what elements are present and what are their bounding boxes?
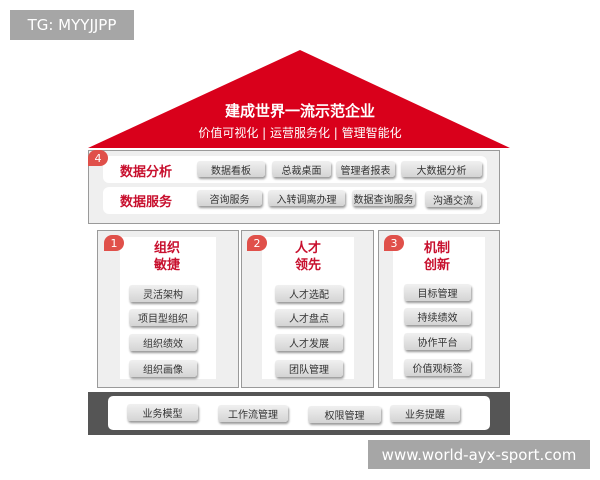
btn-data-query[interactable]: 数据查询服务 <box>352 190 415 206</box>
btn-talent-select[interactable]: 人才选配 <box>275 285 343 302</box>
badge-2: 2 <box>247 235 267 251</box>
watermark-bottom: www.world-ayx-sport.com <box>368 440 590 469</box>
badge-3: 3 <box>384 235 404 251</box>
btn-data-dashboard[interactable]: 数据看板 <box>197 161 265 177</box>
btn-talent-dev[interactable]: 人才发展 <box>275 334 343 351</box>
pillar-title-organization: 组织敏捷 <box>153 241 180 273</box>
watermark-top: TG: MYYJJPP <box>10 10 134 40</box>
btn-business-model[interactable]: 业务模型 <box>127 404 198 421</box>
btn-collab-platform[interactable]: 协作平台 <box>404 333 471 350</box>
row-label-service: 数据服务 <box>120 195 173 210</box>
btn-big-data[interactable]: 大数据分析 <box>401 161 482 177</box>
roof-title: 建成世界一流示范企业 <box>224 102 375 120</box>
btn-business-alert[interactable]: 业务提醒 <box>390 405 460 422</box>
roof <box>88 50 510 148</box>
pillar-title-talent: 人才领先 <box>294 241 321 273</box>
badge-1: 1 <box>104 235 124 251</box>
row-label-analysis: 数据分析 <box>120 165 173 180</box>
btn-team-mgmt[interactable]: 团队管理 <box>275 360 343 377</box>
btn-goal-mgmt[interactable]: 目标管理 <box>404 284 471 301</box>
btn-org-performance[interactable]: 组织绩效 <box>129 334 197 351</box>
foundation <box>88 392 510 435</box>
btn-values-tag[interactable]: 价值观标签 <box>404 359 471 376</box>
btn-org-profile[interactable]: 组织画像 <box>129 360 197 377</box>
btn-flexible-structure[interactable]: 灵活架构 <box>129 285 197 302</box>
btn-onboarding[interactable]: 入转调离办理 <box>268 190 345 206</box>
roof-subtitle: 价值可视化 | 运营服务化 | 管理智能化 <box>198 126 402 140</box>
pillar-title-mechanism: 机制创新 <box>423 241 450 273</box>
btn-manager-report[interactable]: 管理者报表 <box>336 161 395 177</box>
btn-permissions[interactable]: 权限管理 <box>308 406 381 423</box>
btn-talent-review[interactable]: 人才盘点 <box>275 309 343 326</box>
btn-project-org[interactable]: 项目型组织 <box>129 309 197 326</box>
btn-ceo-desktop[interactable]: 总裁桌面 <box>272 161 331 177</box>
badge-4: 4 <box>88 150 108 166</box>
btn-communication[interactable]: 沟通交流 <box>425 191 481 207</box>
btn-continuous-perf[interactable]: 持续绩效 <box>404 308 471 325</box>
btn-workflow[interactable]: 工作流管理 <box>218 405 288 422</box>
btn-consult[interactable]: 咨询服务 <box>197 190 262 206</box>
